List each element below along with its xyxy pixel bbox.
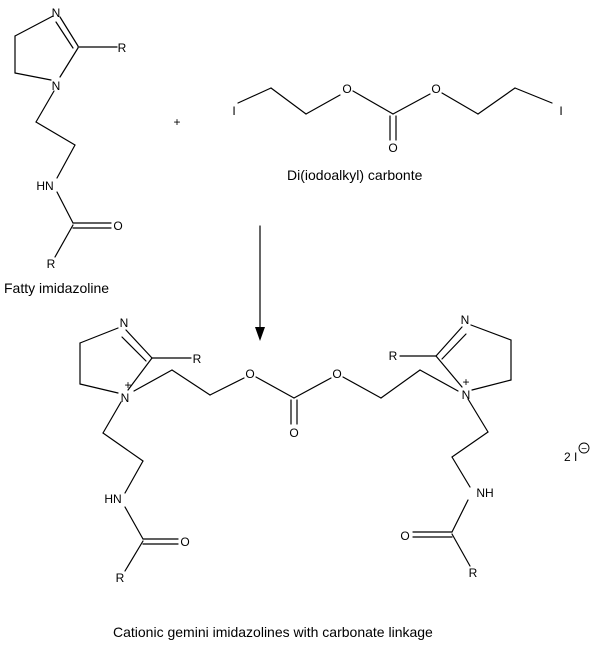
atom-o: O	[388, 141, 397, 155]
fatty-imidazoline-structure: N R N HN O R	[14, 6, 127, 271]
atom-n: N	[120, 316, 129, 330]
atom-o: O	[289, 426, 298, 440]
counter-ion-label: 2 I	[564, 450, 577, 464]
carbonate-structure: I O O O I	[232, 82, 562, 155]
atom-i: I	[559, 104, 562, 118]
fatty-imidazoline-label: Fatty imidazoline	[4, 280, 109, 296]
atom-o: O	[400, 529, 409, 543]
atom-r: R	[389, 349, 398, 363]
atom-r: R	[47, 257, 56, 271]
product-label: Cationic gemini imidazolines with carbon…	[113, 624, 433, 640]
atom-r: R	[118, 41, 127, 55]
plus-charge: +	[124, 378, 131, 392]
carbonate-label: Di(iodoalkyl) carbonte	[287, 167, 423, 183]
minus-charge-circle	[578, 442, 590, 454]
atom-r: R	[193, 352, 202, 366]
atom-o: O	[245, 367, 254, 381]
atom-o: O	[431, 82, 440, 96]
minus-charge: −	[581, 444, 587, 455]
atom-r: R	[469, 566, 478, 580]
atom-n-cation: N	[121, 391, 130, 405]
atom-r: R	[116, 571, 125, 585]
product-right-imidazolinium: N R N + NH O R	[389, 313, 512, 580]
reaction-arrow	[255, 225, 265, 341]
atom-n: N	[52, 79, 61, 93]
plus-charge: +	[462, 375, 469, 389]
atom-n-cation: N	[462, 388, 471, 402]
plus-sign: +	[173, 115, 180, 129]
counter-ion: 2 I −	[564, 442, 590, 464]
atom-n: N	[52, 6, 61, 20]
atom-o: O	[113, 219, 122, 233]
product-left-imidazolinium: N R N + HN O R	[79, 316, 202, 585]
atom-o: O	[180, 535, 189, 549]
atom-o: O	[332, 367, 341, 381]
atom-o: O	[342, 82, 351, 96]
atom-hn: HN	[104, 492, 121, 506]
product-carbonate-linker: O O O	[133, 367, 459, 440]
atom-nh: NH	[476, 486, 493, 500]
atom-i: I	[232, 104, 235, 118]
atom-n: N	[461, 313, 470, 327]
atom-hn: HN	[36, 179, 53, 193]
